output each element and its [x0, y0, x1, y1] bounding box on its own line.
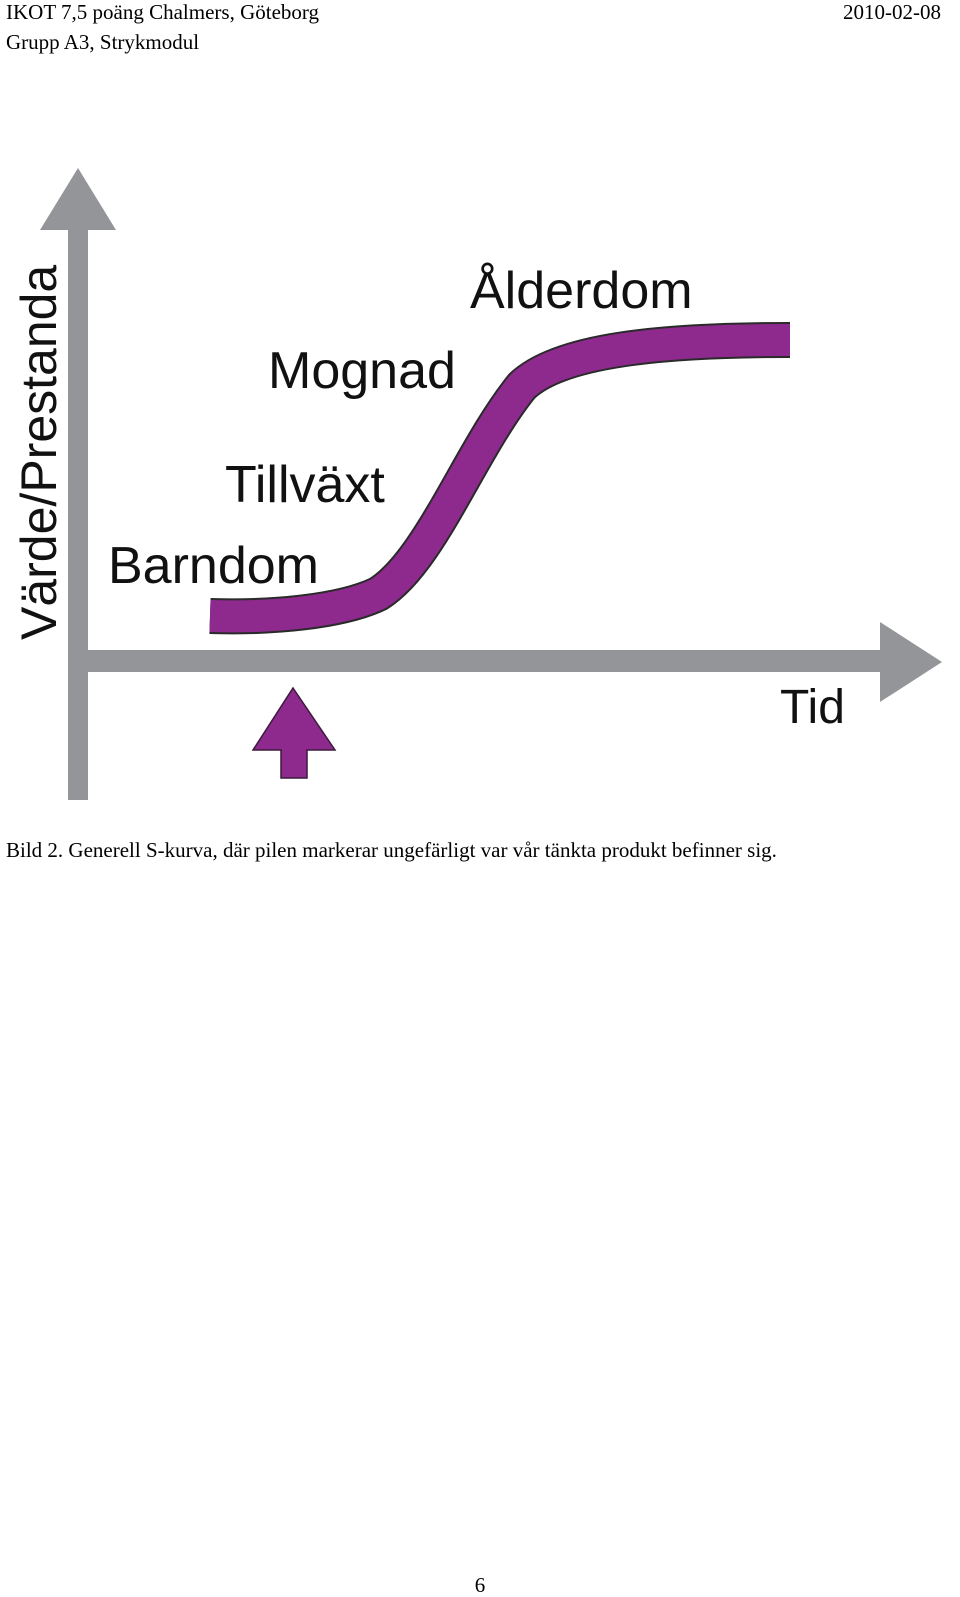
x-axis-label: Tid: [780, 681, 845, 734]
stage-label-alderdom: Ålderdom: [470, 262, 693, 320]
header-group: Grupp A3, Strykmodul: [6, 30, 200, 54]
stage-label-mognad: Mognad: [268, 342, 456, 400]
x-axis-arrow: [68, 622, 942, 702]
position-marker-arrow: [251, 686, 337, 779]
stage-label-barndom: Barndom: [108, 537, 319, 595]
s-curve-figure: Värde/Prestanda Tid Barndom Tillväxt Mog…: [11, 168, 942, 800]
stage-label-tillvaxt: Tillväxt: [225, 456, 385, 514]
page-number: 6: [474, 1573, 486, 1597]
figure-caption: Bild 2. Generell S-kurva, där pilen mark…: [6, 838, 777, 862]
y-axis-label: Värde/Prestanda: [11, 265, 67, 640]
header-date: 2010-02-08: [843, 0, 941, 24]
y-axis-arrow: [40, 168, 116, 800]
header-course: IKOT 7,5 poäng Chalmers, Göteborg: [6, 0, 320, 24]
